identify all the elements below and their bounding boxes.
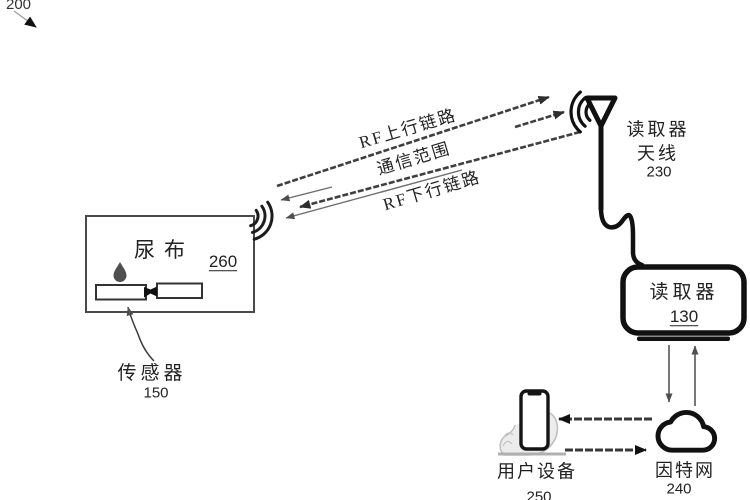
antenna-cable [598, 205, 645, 268]
internet-label: 因特网 [655, 460, 715, 481]
reader-antenna-label-line2: 天线 [637, 143, 679, 164]
diaper-ref-number: 260 [208, 252, 238, 272]
diaper-signal-arcs-icon [249, 200, 274, 241]
rf-downlink-short-arrow [280, 186, 333, 202]
figure-ref-arrow [13, 10, 37, 28]
reader-base [637, 336, 730, 341]
rf-downlink-arrow [285, 169, 463, 220]
reader-box [620, 264, 747, 336]
internet-ref-number: 240 [666, 480, 692, 498]
sensor-label: 传感器 [117, 363, 187, 385]
antenna-signal-arcs-icon [569, 90, 592, 134]
antenna-icon [584, 95, 618, 210]
figure-ref-label: 200 [6, 0, 32, 13]
sensor-ref-number: 150 [143, 384, 169, 402]
smartphone-icon [519, 389, 550, 451]
reader-antenna-label-line1: 读取器 [626, 119, 690, 140]
moisture-droplet-icon [113, 262, 127, 282]
reader-antenna-ref-number: 230 [646, 163, 672, 181]
reader-label: 读取器 [649, 282, 719, 304]
user-device-label: 用户设备 [497, 461, 577, 482]
user-device-ref-number: 250 [526, 488, 552, 500]
rf-uplink-arrow [276, 95, 550, 188]
sensor-strip [95, 282, 203, 301]
comm-range-line [299, 130, 581, 209]
diaper-label: 尿布 [134, 237, 194, 262]
rf-uplink-short-arrow [514, 110, 565, 129]
sensor-pointer-arrow [126, 306, 155, 362]
reader-ref-number: 130 [669, 307, 699, 327]
internet-cloud-icon [655, 409, 718, 453]
